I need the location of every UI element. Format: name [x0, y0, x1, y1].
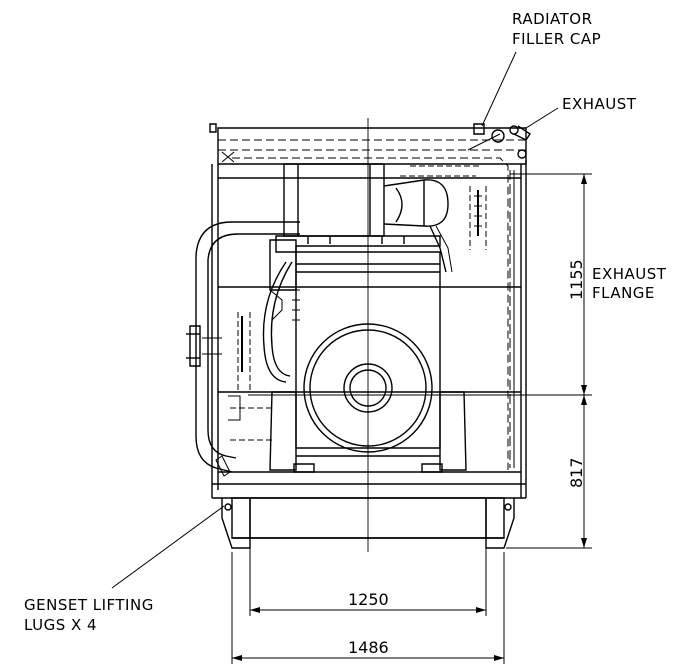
- air-intake-pipe: [186, 222, 300, 476]
- leader-lines: [112, 52, 558, 588]
- dimension-1155: 1155: [567, 259, 586, 300]
- engine-top: [276, 164, 486, 272]
- dimension-1250: 1250: [348, 590, 389, 609]
- exhaust-flange-label-line2: FLANGE: [592, 284, 655, 302]
- dimension-1486: 1486: [348, 638, 389, 657]
- centerlines: [248, 118, 588, 552]
- exhaust-label: EXHAUST: [562, 95, 637, 113]
- genset-lifting-lugs-label-line2: LUGS X 4: [24, 616, 98, 634]
- radiator-filler-cap-label-line1: RADIATOR: [512, 10, 593, 28]
- dimension-817: 817: [567, 457, 586, 488]
- exhaust-flange-label-line1: EXHAUST: [592, 265, 667, 283]
- dimension-lines: [232, 174, 592, 664]
- radiator-filler-cap-label-line2: FILLER CAP: [512, 30, 602, 48]
- alternator: [228, 240, 466, 472]
- genset-lifting-lugs-label-line1: GENSET LIFTING: [24, 596, 154, 614]
